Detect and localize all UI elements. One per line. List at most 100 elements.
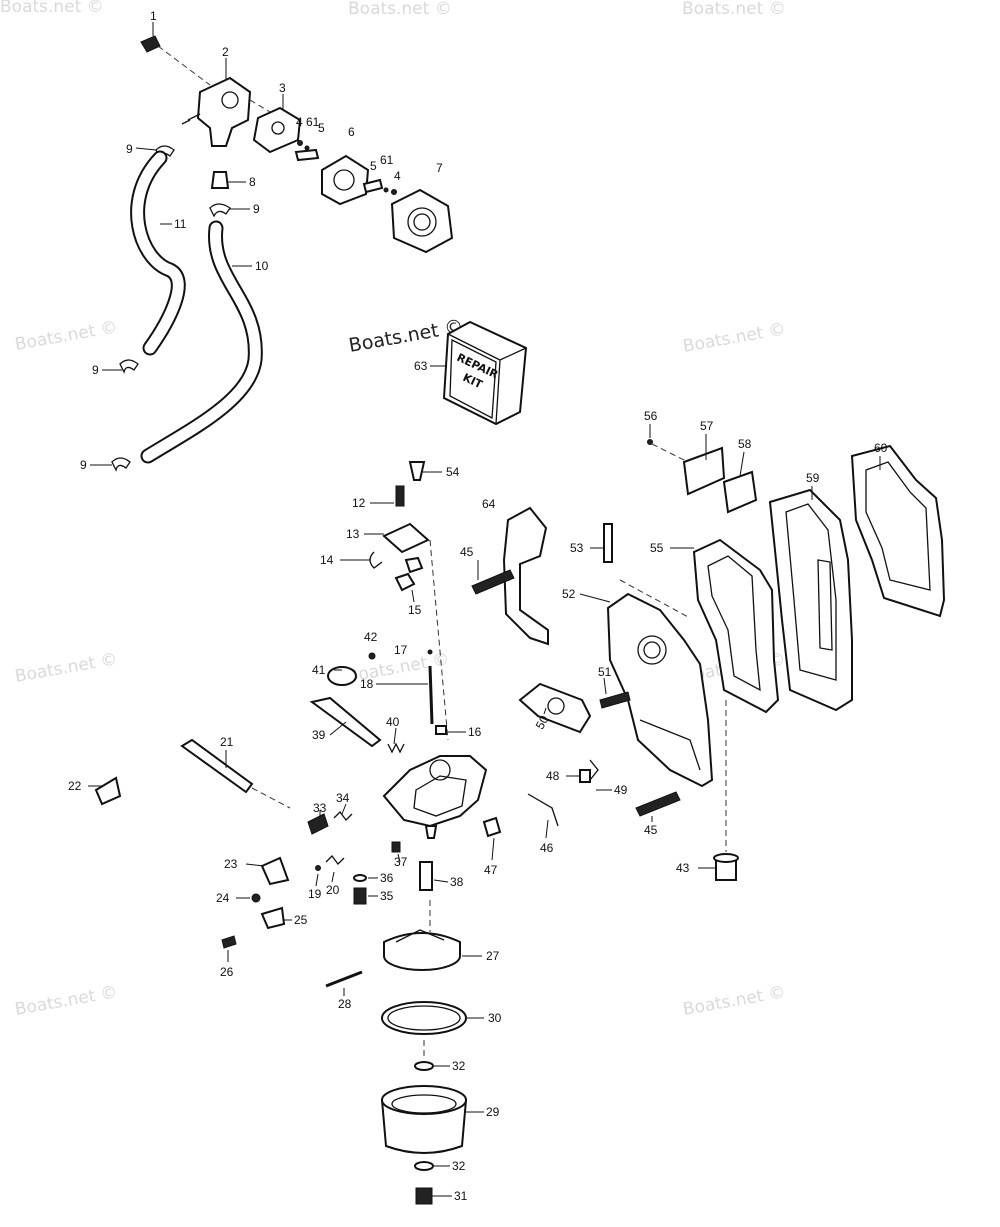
- throttle-shaft-21: [180, 738, 254, 794]
- screw-37: [391, 841, 401, 853]
- part-label: 10: [255, 259, 269, 273]
- carburetor-body: [382, 755, 488, 828]
- bolt-45: [471, 569, 515, 595]
- part-label: 42: [364, 630, 378, 644]
- bowl-gasket-30: [381, 1001, 467, 1035]
- fuel-pump-group: [111, 35, 454, 472]
- dowel-pin-53: [603, 523, 613, 563]
- part-label: 49: [614, 783, 628, 797]
- part-label: 32: [452, 1059, 466, 1073]
- ball-19: [315, 865, 321, 871]
- part-label: 59: [806, 471, 820, 485]
- part-label: 35: [380, 889, 394, 903]
- part-label: 46: [540, 841, 554, 855]
- part-label: 20: [326, 883, 340, 897]
- part-label: 15: [408, 603, 422, 617]
- part-label: 53: [570, 541, 584, 555]
- bolt-45: [635, 791, 681, 817]
- cam-23: [260, 856, 290, 886]
- reed-plate-group: [647, 439, 946, 714]
- part-label: 4: [394, 169, 401, 183]
- part-label: 58: [738, 437, 752, 451]
- throttle-arm-22: [94, 776, 122, 806]
- needle-18: [428, 665, 434, 725]
- screw-54: [408, 461, 426, 481]
- bracket-64: [502, 506, 549, 646]
- spring-40: [387, 742, 405, 754]
- hose-clamp-9: [111, 457, 131, 472]
- part-label: 16: [468, 725, 482, 739]
- reed-58: [722, 470, 758, 514]
- repair-kit-63: REPAIR KIT: [442, 320, 528, 426]
- part-label: 36: [380, 871, 394, 885]
- reed-stop-57: [682, 446, 726, 496]
- part-label: 6: [348, 125, 355, 139]
- part-label: 29: [486, 1105, 500, 1119]
- hose-clamp-9: [119, 359, 139, 374]
- part-label: 19: [308, 887, 322, 901]
- watermark: Boats.net ©: [348, 0, 452, 19]
- screw-56: [647, 439, 653, 445]
- part-label: 51: [598, 665, 612, 679]
- screw-42: [368, 652, 376, 660]
- watermark: Boats.net ©: [681, 319, 787, 357]
- watermark: Boats.net ©: [13, 649, 119, 687]
- screw-1: [140, 35, 161, 53]
- part-label: 23: [224, 857, 238, 871]
- part-label: 38: [450, 875, 464, 889]
- fuel-pump-body-2: [196, 76, 252, 147]
- washer-32: [414, 1161, 434, 1171]
- fitting-8: [210, 171, 230, 189]
- part-label: 33: [313, 801, 327, 815]
- part-label: 3: [279, 81, 286, 95]
- gasket-55: [692, 538, 780, 714]
- part-label: 9: [253, 202, 260, 216]
- part-label: 17: [394, 643, 408, 657]
- part-label: 24: [216, 891, 230, 905]
- spring-20: [325, 855, 345, 865]
- part-label: 61: [306, 115, 320, 129]
- part-label: 48: [546, 769, 560, 783]
- part-label: 64: [482, 497, 496, 511]
- part-label: 63: [414, 359, 428, 373]
- part-label: 28: [338, 997, 352, 1011]
- part-label: 31: [454, 1189, 468, 1203]
- part-label: 11: [174, 217, 187, 231]
- part-label: 30: [488, 1011, 502, 1025]
- nozzle-38: [419, 861, 433, 891]
- part-label: 27: [486, 949, 500, 963]
- part-label: 2: [222, 45, 229, 59]
- part-label: 18: [360, 677, 374, 691]
- leader-lines: [88, 22, 881, 1197]
- part-label: 13: [346, 527, 360, 541]
- intake-manifold-group: [471, 506, 739, 881]
- part-label: 9: [126, 142, 133, 156]
- part-label: 47: [484, 863, 498, 877]
- jet-35: [353, 887, 367, 905]
- screw-33: [307, 813, 329, 835]
- throttle-plate-41: [327, 666, 357, 686]
- gasket-60: [850, 444, 946, 618]
- gasket-50: [518, 682, 592, 734]
- part-label: 1: [150, 9, 157, 23]
- reed-plate-59: [768, 488, 853, 712]
- part-label: 43: [676, 861, 690, 875]
- part-label: 45: [644, 823, 658, 837]
- carburetor-group: [94, 461, 502, 1205]
- screw-51: [599, 691, 631, 709]
- watermark: Boats.net ©: [13, 982, 119, 1020]
- pump-cover-7: [390, 188, 454, 254]
- part-label: 37: [394, 855, 408, 869]
- part-label: 54: [446, 465, 460, 479]
- part-label: 14: [320, 553, 334, 567]
- part-label: 4: [296, 115, 303, 129]
- part-label: 22: [68, 779, 82, 793]
- part-label: 50: [533, 713, 552, 732]
- washer-36: [353, 874, 367, 882]
- part-label: 8: [249, 175, 256, 189]
- bracket-13: [382, 522, 430, 554]
- part-label: 21: [220, 735, 234, 749]
- part-label: 5: [318, 121, 325, 135]
